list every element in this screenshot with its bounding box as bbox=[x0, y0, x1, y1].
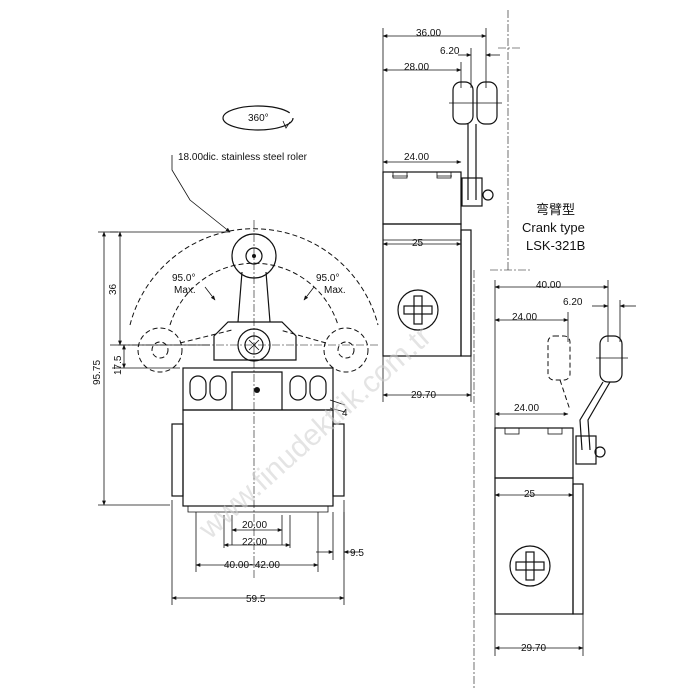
rotation-label: 360° bbox=[248, 113, 269, 124]
top-head bbox=[382, 171, 462, 225]
dim-40-42: 40.00~42.00 bbox=[224, 560, 280, 571]
bottom-cross-screw bbox=[509, 545, 551, 587]
angle-left-max: Max. bbox=[174, 285, 196, 296]
dim-20: 20.00 bbox=[242, 520, 267, 531]
title-block: 弯臂型 Crank type LSK-321B bbox=[522, 202, 585, 253]
rotation-arc-icon bbox=[222, 105, 294, 131]
ghost-roller-right bbox=[323, 327, 369, 373]
body-side-left bbox=[171, 423, 184, 497]
dim-9-5: 9.5 bbox=[350, 548, 364, 559]
lever-arm bbox=[237, 271, 271, 323]
bottom-arm-clamp bbox=[575, 435, 597, 465]
ghost-arms bbox=[179, 329, 327, 344]
bottom-lever-arm bbox=[579, 381, 611, 451]
angle-right-max: Max. bbox=[324, 285, 346, 296]
angle-left-value: 95.0° bbox=[172, 273, 195, 284]
top-dim-24: 24.00 bbox=[404, 152, 429, 163]
bottom-roller bbox=[599, 335, 623, 383]
ghost-roller-left bbox=[137, 327, 183, 373]
body-side-right bbox=[332, 423, 345, 497]
title-chinese: 弯臂型 bbox=[536, 202, 575, 217]
dim-17-5: 17.5 bbox=[113, 355, 124, 375]
top-dim-6-20: 6.20 bbox=[440, 46, 460, 57]
top-body-side bbox=[460, 229, 472, 357]
roller-note: 18.00dic. stainless steel roler bbox=[178, 152, 308, 163]
bottom-dim-29-70: 29.70 bbox=[521, 643, 546, 654]
dim-4: 4 bbox=[342, 408, 348, 419]
bottom-dim-6-20: 6.20 bbox=[563, 297, 583, 308]
bottom-dim-40: 40.00 bbox=[536, 280, 561, 291]
top-lever-arm bbox=[467, 124, 477, 200]
side-view-bottom: 40.00 6.20 24.00 24.00 25 29.70 bbox=[494, 280, 636, 656]
swing-arc-inner bbox=[169, 262, 339, 326]
top-dim-25: 25 bbox=[412, 238, 424, 249]
dim-59-5: 59.5 bbox=[246, 594, 266, 605]
bottom-dim-24-upper: 24.00 bbox=[512, 312, 537, 323]
bottom-ghost-roller bbox=[547, 335, 571, 381]
swing-arc bbox=[129, 228, 379, 326]
top-cross-screw bbox=[397, 289, 439, 331]
ghost-roller-left-hub bbox=[151, 341, 169, 359]
bottom-body-side bbox=[572, 483, 584, 615]
top-arm-clamp bbox=[461, 177, 483, 207]
bottom-dim-25: 25 bbox=[524, 489, 536, 500]
title-model: LSK-321B bbox=[526, 238, 585, 253]
roller-note-leader bbox=[171, 155, 231, 233]
dim-36: 36 bbox=[108, 283, 119, 295]
angle-right-value: 95.0° bbox=[316, 273, 339, 284]
head-bracket bbox=[213, 321, 297, 361]
side-view-top: 36.00 6.20 28.00 24.00 25 29.70 bbox=[382, 10, 530, 690]
top-dim-28: 28.00 bbox=[404, 62, 429, 73]
top-dim-36: 36.00 bbox=[416, 28, 441, 39]
bottom-head bbox=[494, 427, 574, 479]
front-view: 360° 18.00dic. stainless steel roler 95.… bbox=[92, 105, 380, 605]
top-dim-29-70: 29.70 bbox=[411, 390, 436, 401]
dim-95-75: 95.75 bbox=[92, 360, 103, 385]
dim-22: 22.00 bbox=[242, 537, 267, 548]
title-english: Crank type bbox=[522, 220, 585, 235]
ghost-roller-right-hub bbox=[337, 341, 355, 359]
rotation-arrow-icon bbox=[282, 120, 291, 129]
bottom-dim-24-lower: 24.00 bbox=[514, 403, 539, 414]
